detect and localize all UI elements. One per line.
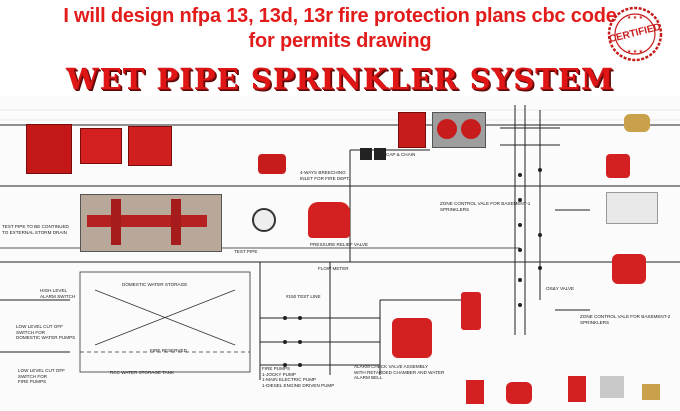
fire-control-panels	[26, 122, 176, 174]
page-title: WET PIPE SPRINKLER SYSTEM	[66, 62, 614, 96]
headline: I will design nfpa 13, 13d, 13r fire pro…	[0, 4, 680, 54]
pump-room-photo	[80, 194, 222, 252]
label-pressure-relief: PRESSURE RELIEF VALVE	[310, 242, 369, 247]
svg-text:★ ★ ★: ★ ★ ★	[627, 49, 644, 55]
label-alarm-check: ALARM CHECK VALVE ASSEMBLY WITH RETARDED…	[354, 364, 445, 381]
hose-cabinet-photo	[398, 112, 426, 148]
label-test-pipe-continue: TEST PIPE TO BE CONTINUED TO EXTERNAL ST…	[2, 224, 69, 235]
label-rcc-tank: RCC WATER STORAGE TANK	[110, 370, 175, 375]
label-zone-control-2: ZONE CONTROL VALE FOR BASEMENT-2 SPRINKL…	[580, 314, 671, 325]
label-low-level-fire: LOW LEVEL CUT OFF SWITCH FOR FIRE PUMPS	[18, 368, 65, 385]
osy-valve-icon	[461, 292, 481, 330]
pressure-relief-valve-icon	[308, 202, 350, 238]
label-cap-chain: CAP & CHAIN	[386, 152, 416, 157]
breeching-inlet-icon	[258, 154, 286, 174]
label-test-line: #150 TEST LINE	[286, 294, 321, 299]
headline-line-2: for permits drawing	[248, 30, 432, 52]
pressure-gauge-icon	[252, 208, 276, 232]
label-osy-valve: OS&Y VALVE	[546, 286, 575, 291]
label-flow-meter: FLOW METER	[318, 266, 349, 271]
label-fire-reserved: FIRE RESERVED	[150, 348, 187, 353]
schematic-drawing: TEST PIPE TO BE CONTINUED TO EXTERNAL ST…	[0, 96, 680, 411]
valve-icon-right-2	[612, 254, 646, 284]
certified-stamp: ★ ★ ★ ★ ★ ★ CERTIFIED	[607, 6, 663, 62]
headline-line-1: I will design nfpa 13, 13d, 13r fire pro…	[63, 5, 617, 27]
label-breeching-inlet: 4-WAYS BREECHING INLET FOR FIRE DEPT.	[300, 170, 350, 181]
label-low-level-domestic: LOW LEVEL CUT OFF SWITCH FOR DOMESTIC WA…	[16, 324, 76, 341]
label-test-pipe: TEST PIPE	[234, 249, 258, 254]
alarm-check-valve-icon	[392, 318, 432, 358]
certified-stamp-icon: ★ ★ ★ ★ ★ ★	[607, 6, 663, 62]
svg-text:★ ★ ★: ★ ★ ★	[627, 15, 644, 21]
label-high-level: HIGH LEVEL ALARM SWITCH	[40, 288, 76, 299]
label-zone-control-1: ZONE CONTROL VALE FOR BASEMENT-1 SPRINKL…	[440, 201, 531, 212]
hose-reel-photo	[432, 112, 486, 148]
brass-fitting-icon	[624, 114, 650, 132]
sprinkler-head-icon	[606, 192, 658, 224]
label-fire-pumps: FIRE PUMPS 1-JOCKY PUMP 1-MAIN ELECTRIC …	[262, 366, 335, 388]
label-domestic-storage: DOMESTIC WATER STORAGE	[122, 282, 188, 287]
bottom-fittings-icons	[466, 374, 666, 404]
pipe-schematic	[0, 105, 680, 380]
valve-icon-right-1	[606, 154, 630, 178]
